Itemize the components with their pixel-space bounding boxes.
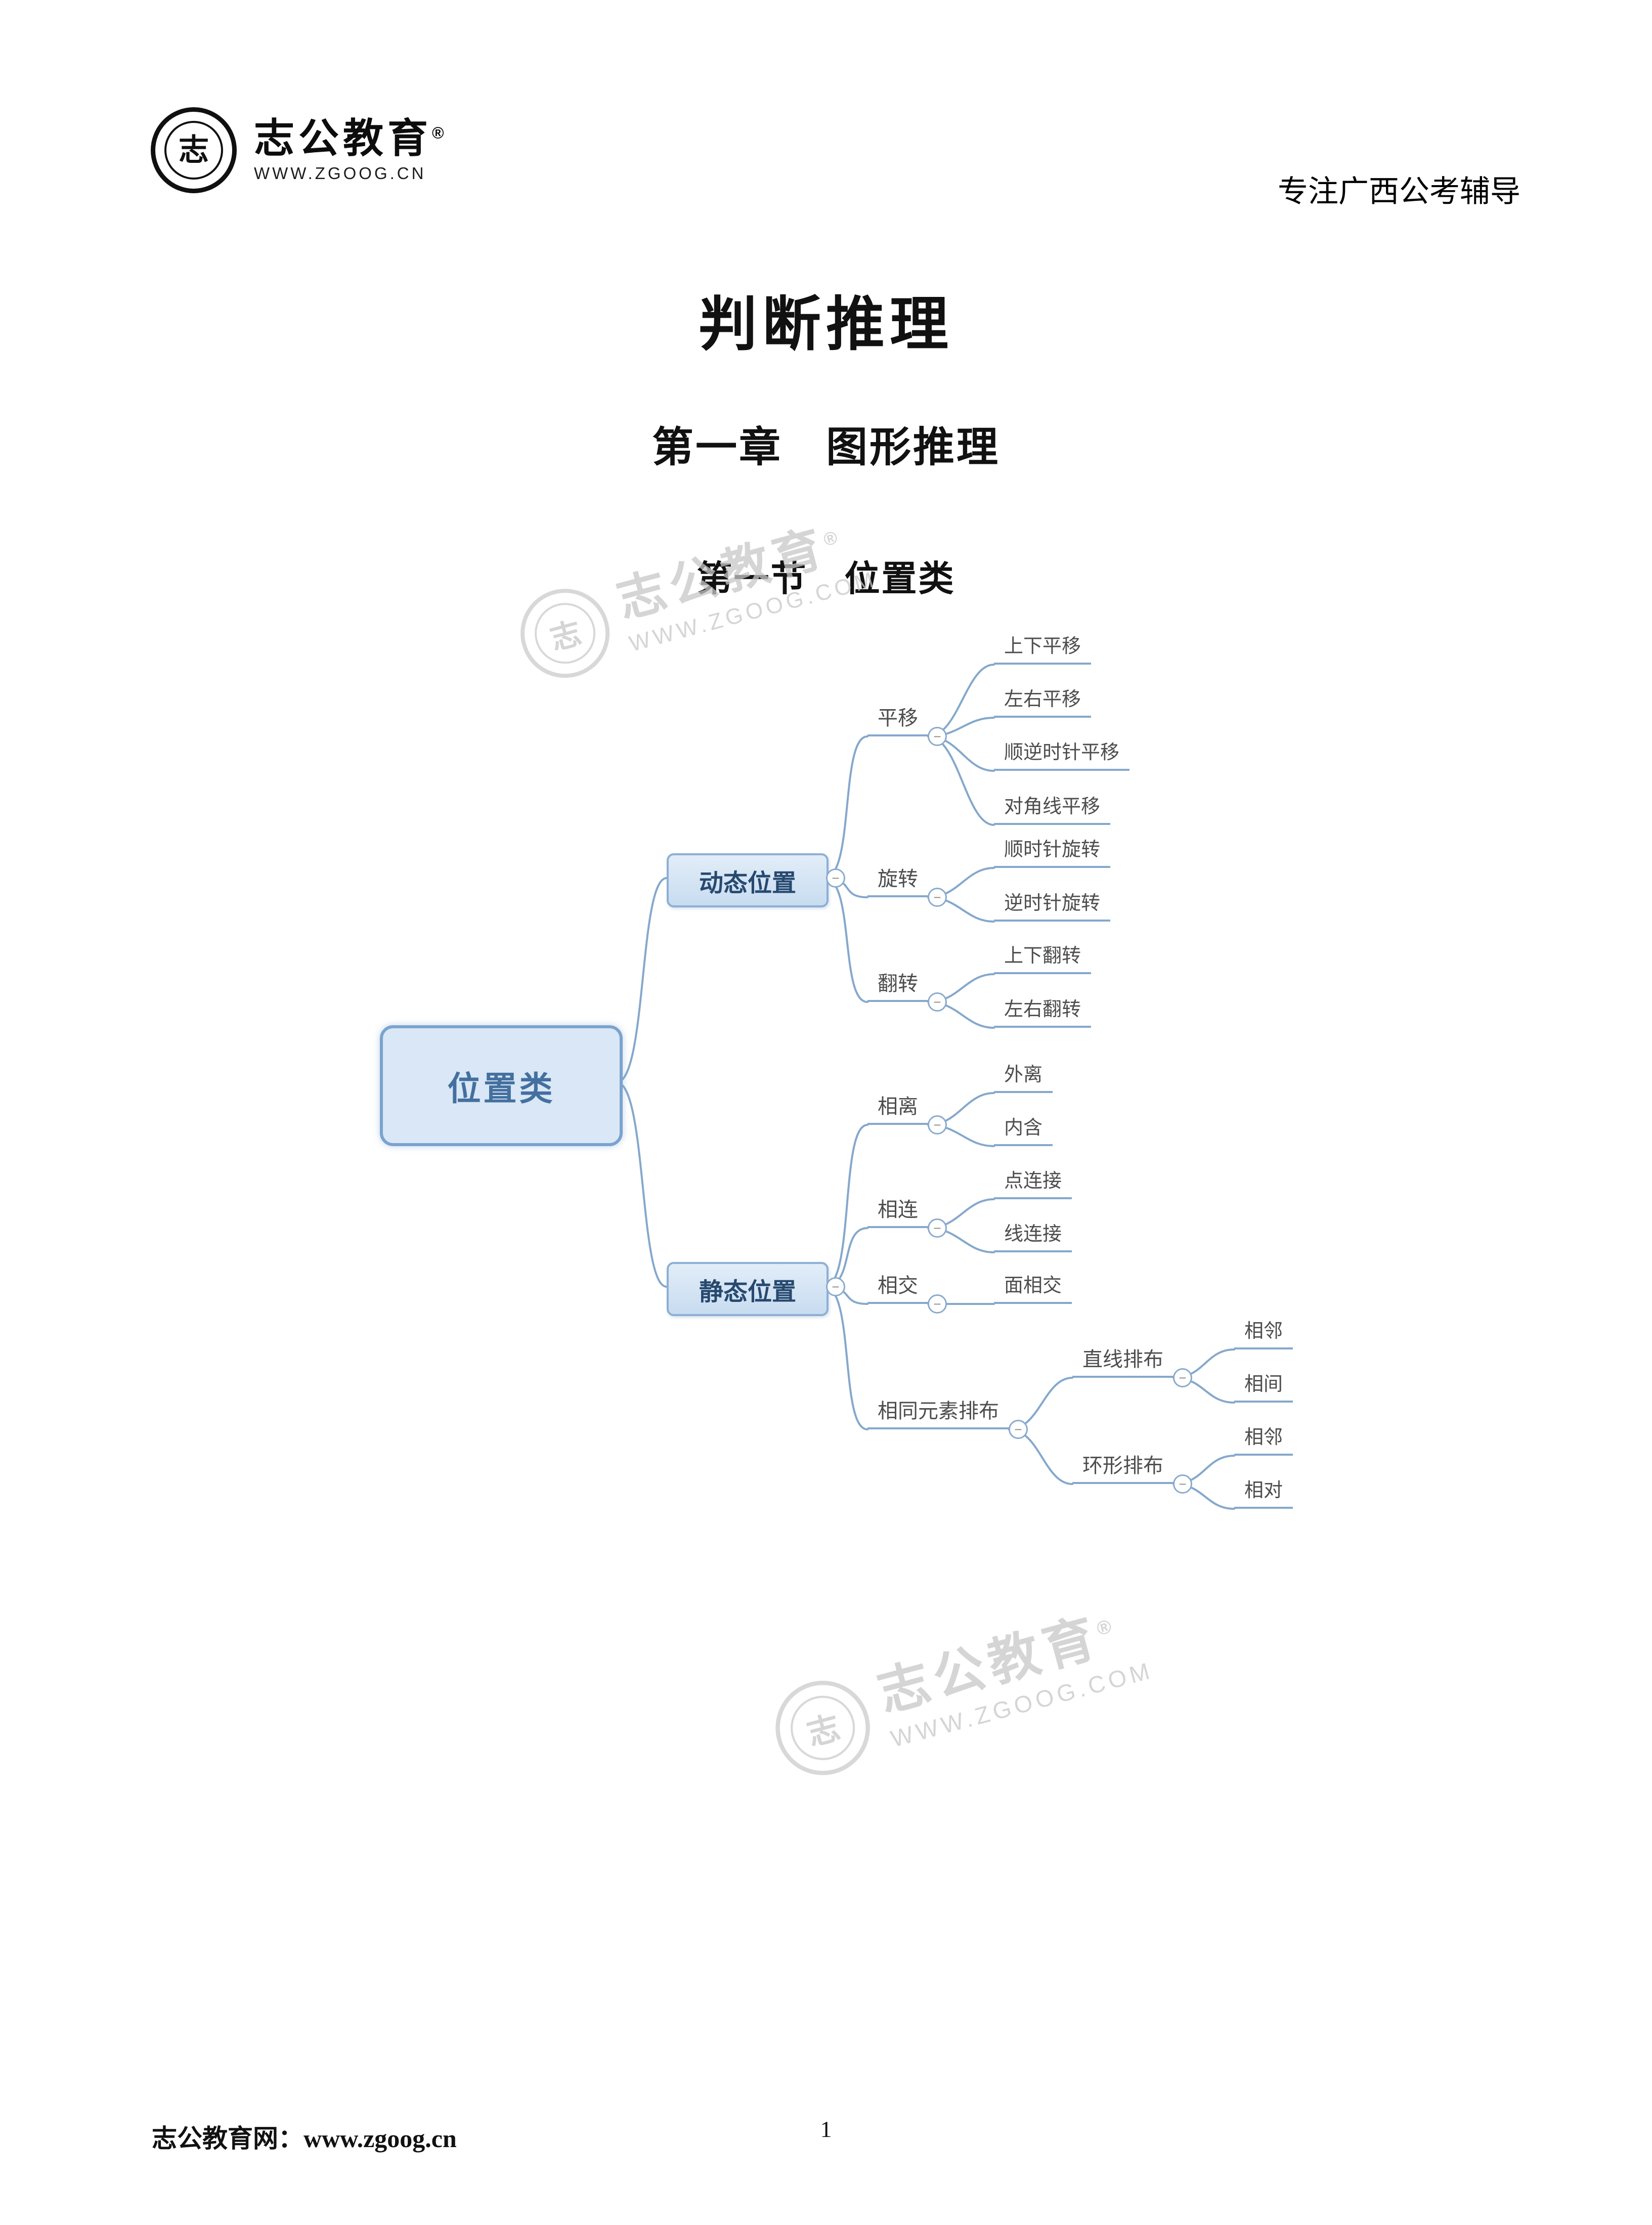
brand-name: 志公教育®: [254, 117, 444, 160]
collapse-minus-icon: −: [928, 1218, 947, 1238]
brand-seal-char: 志: [179, 133, 209, 167]
leaf-left-right-flip: 左右翻转: [994, 998, 1092, 1028]
node-rotation: 旋转: [867, 868, 928, 897]
leaf-line-connection: 线连接: [994, 1223, 1072, 1252]
node-flip: 翻转: [867, 973, 928, 1002]
node-translation: 平移: [867, 707, 928, 736]
collapse-minus-icon: −: [1173, 1368, 1192, 1387]
brand-logo: 志 志公教育® WWW.ZGOOG.CN: [151, 107, 444, 193]
leaf-left-right-translation: 左右平移: [994, 688, 1092, 718]
node-dynamic-position: 动态位置: [667, 853, 829, 907]
brand-seal-icon: 志: [151, 107, 237, 193]
leaf-alternate: 相间: [1234, 1373, 1293, 1403]
brand-name-text: 志公教育: [254, 116, 432, 161]
leaf-counterclockwise-rotation: 逆时针旋转: [994, 892, 1111, 922]
collapse-minus-icon: −: [1173, 1474, 1192, 1494]
header-tagline: 专注广西公考辅导: [1278, 175, 1520, 208]
collapse-minus-icon: −: [928, 1115, 947, 1135]
collapse-minus-icon: −: [826, 1277, 845, 1296]
node-connection: 相连: [867, 1199, 928, 1228]
brand-seal-ring: 志: [164, 121, 223, 180]
node-circular-arrangement: 环形排布: [1072, 1455, 1173, 1484]
collapse-minus-icon: −: [1009, 1420, 1028, 1439]
node-intersection: 相交: [867, 1275, 928, 1304]
brand-text-block: 志公教育® WWW.ZGOOG.CN: [254, 117, 444, 183]
node-same-element-arrangement: 相同元素排布: [867, 1400, 1009, 1429]
collapse-minus-icon: −: [928, 888, 947, 907]
node-static-position: 静态位置: [667, 1262, 829, 1316]
page-title: 判断推理: [699, 291, 953, 357]
leaf-external-separation: 外离: [994, 1064, 1053, 1093]
leaf-face-intersection: 面相交: [994, 1275, 1072, 1304]
leaf-adjacent-circular: 相邻: [1234, 1426, 1293, 1456]
leaf-clockwise-counterclockwise-translation: 顺逆时针平移: [994, 741, 1130, 771]
section-heading: 第一节 位置类: [697, 559, 955, 598]
leaf-opposite: 相对: [1234, 1479, 1293, 1509]
chapter-heading: 第一章 图形推理: [651, 424, 1000, 470]
node-position-category-root: 位置类: [380, 1025, 623, 1146]
leaf-containment: 内含: [994, 1117, 1053, 1146]
leaf-clockwise-rotation: 顺时针旋转: [994, 839, 1111, 868]
brand-url: WWW.ZGOOG.CN: [254, 164, 426, 183]
leaf-up-down-translation: 上下平移: [994, 635, 1092, 665]
node-separation: 相离: [867, 1096, 928, 1125]
collapse-minus-icon: −: [928, 992, 947, 1012]
footer-site-url: 志公教育网：www.zgoog.cn: [152, 2124, 457, 2153]
registered-mark: ®: [432, 123, 444, 142]
leaf-point-connection: 点连接: [994, 1170, 1072, 1199]
collapse-minus-icon: −: [928, 727, 947, 746]
collapse-minus-icon: −: [928, 1294, 947, 1314]
node-linear-arrangement: 直线排布: [1072, 1348, 1173, 1378]
leaf-adjacent-linear: 相邻: [1234, 1320, 1293, 1349]
leaf-diagonal-translation: 对角线平移: [994, 796, 1111, 825]
collapse-minus-icon: −: [826, 868, 845, 888]
leaf-up-down-flip: 上下翻转: [994, 945, 1092, 974]
page-number: 1: [820, 2116, 832, 2142]
